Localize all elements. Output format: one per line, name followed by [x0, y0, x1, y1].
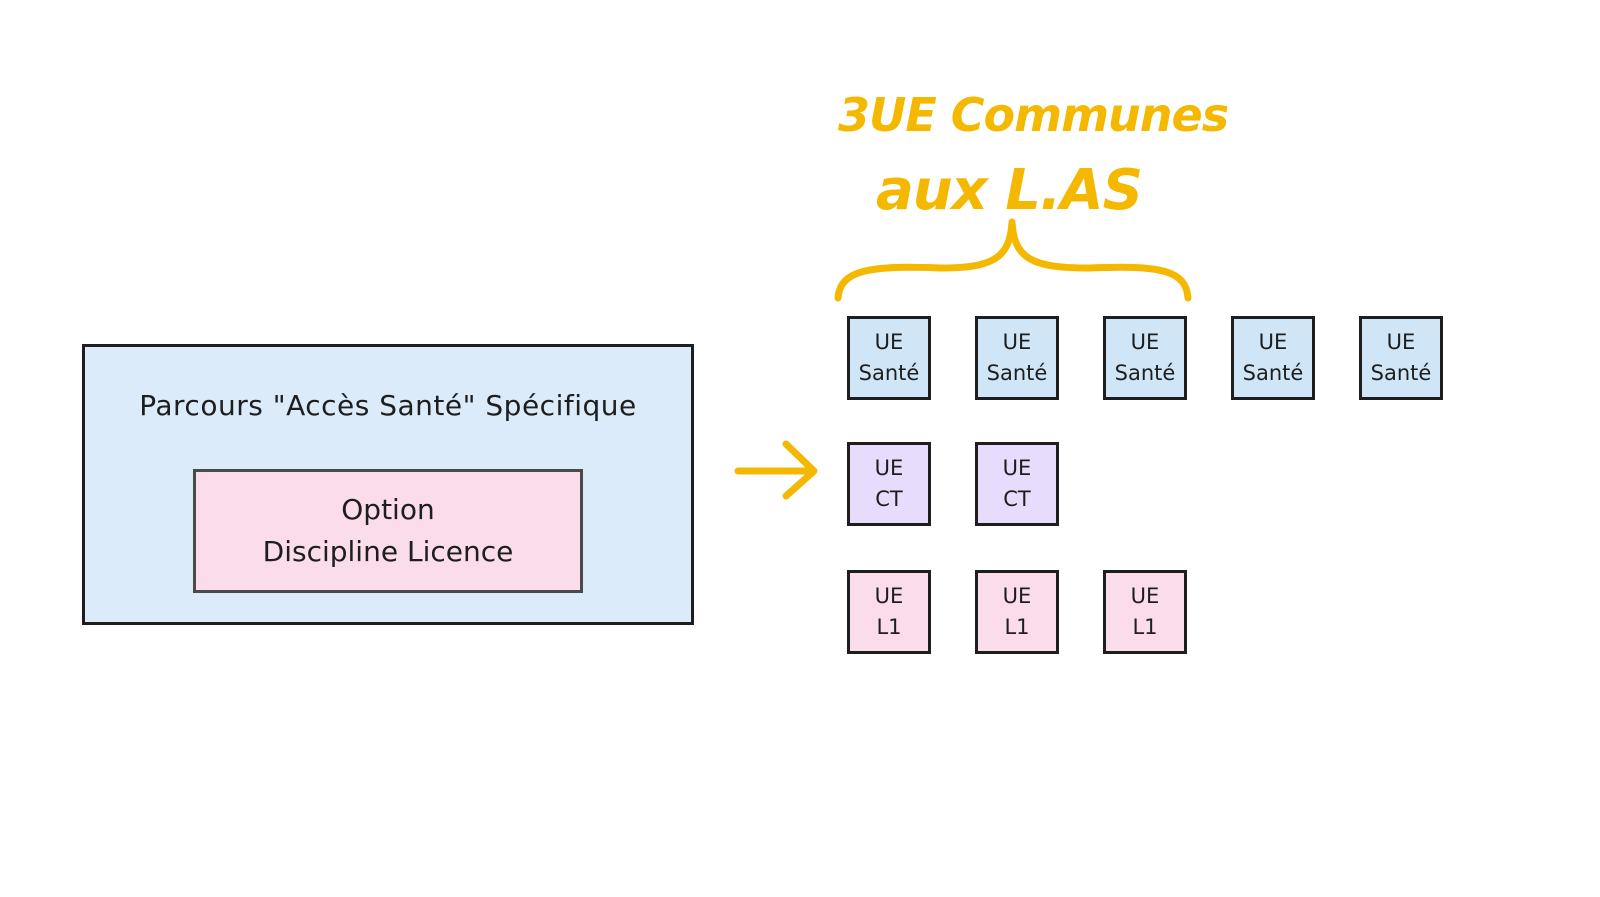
- ue-sante-box: UE Santé: [1231, 316, 1315, 400]
- ue-l1-box: UE L1: [1103, 570, 1187, 654]
- ue-sante-box: UE Santé: [975, 316, 1059, 400]
- ue-type-label: Santé: [1370, 361, 1432, 385]
- ue-type-label: L1: [1004, 615, 1030, 639]
- ue-type-label: Santé: [858, 361, 920, 385]
- ue-label: UE: [1386, 330, 1416, 354]
- ue-label: UE: [1002, 584, 1032, 608]
- ue-type-label: Santé: [1114, 361, 1176, 385]
- ue-label: UE: [874, 330, 904, 354]
- ue-l1-box: UE L1: [847, 570, 931, 654]
- parcours-title: Parcours "Accès Santé" Spécifique: [139, 389, 637, 422]
- ue-sante-box: UE Santé: [847, 316, 931, 400]
- option-box: Option Discipline Licence: [193, 469, 583, 593]
- ue-label: UE: [1002, 330, 1032, 354]
- parcours-box: Parcours "Accès Santé" Spécifique Option…: [82, 344, 694, 625]
- option-discipline-label: Discipline Licence: [262, 535, 514, 568]
- annotation-line1: 3UE Communes: [838, 88, 1229, 142]
- ue-type-label: Santé: [1242, 361, 1304, 385]
- ue-label: UE: [874, 456, 904, 480]
- ue-type-label: L1: [1132, 615, 1158, 639]
- ue-type-label: L1: [876, 615, 902, 639]
- option-label: Option: [341, 493, 435, 526]
- curly-brace: [834, 218, 1192, 302]
- ue-label: UE: [1130, 330, 1160, 354]
- ue-l1-box: UE L1: [975, 570, 1059, 654]
- ue-label: UE: [1258, 330, 1288, 354]
- ue-sante-box: UE Santé: [1359, 316, 1443, 400]
- ue-ct-box: UE CT: [847, 442, 931, 526]
- ue-type-label: Santé: [986, 361, 1048, 385]
- arrow-icon: [734, 440, 818, 500]
- ue-label: UE: [874, 584, 904, 608]
- ue-label: UE: [1130, 584, 1160, 608]
- ue-sante-box: UE Santé: [1103, 316, 1187, 400]
- ue-type-label: CT: [1003, 487, 1031, 511]
- ue-type-label: CT: [875, 487, 903, 511]
- annotation-line2: aux L.AS: [876, 158, 1143, 223]
- ue-label: UE: [1002, 456, 1032, 480]
- ue-ct-box: UE CT: [975, 442, 1059, 526]
